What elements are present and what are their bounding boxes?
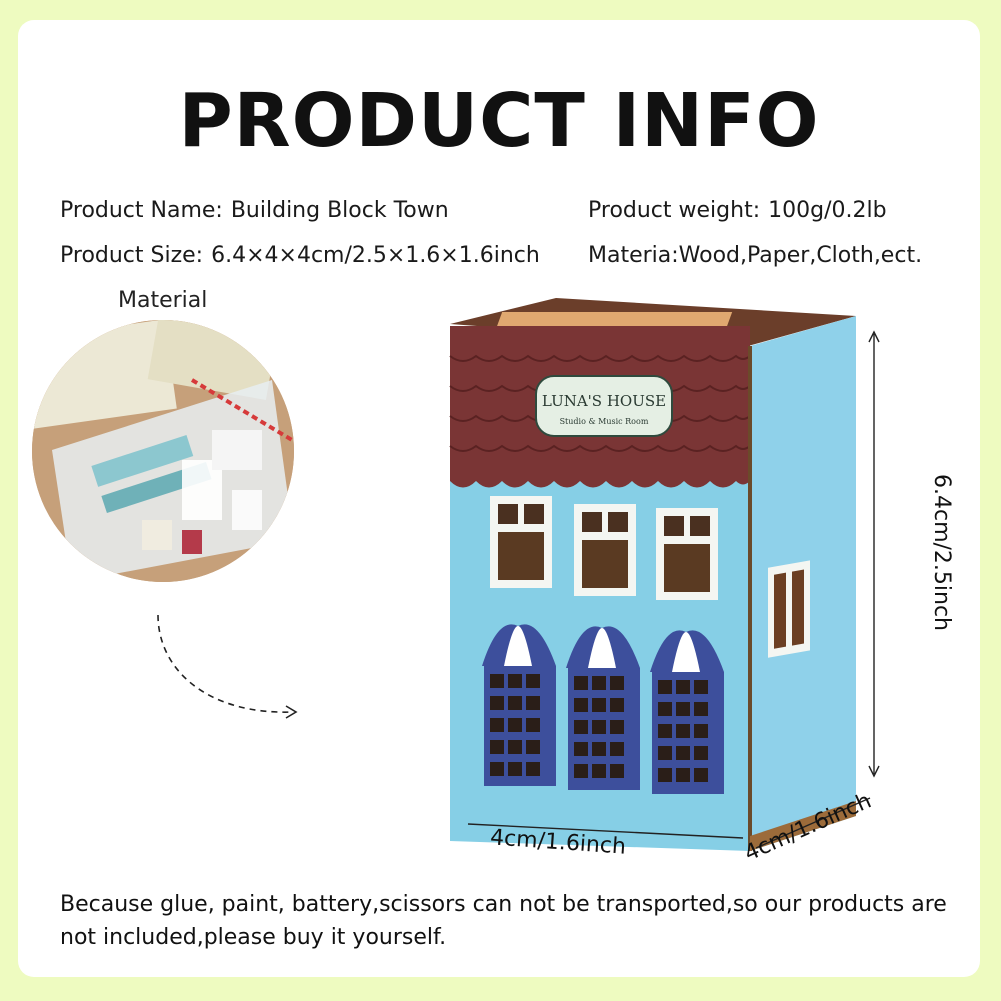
product-name-row: Product Name: Building Block Town bbox=[60, 198, 449, 223]
product-weight-value: 100g/0.2lb bbox=[768, 198, 887, 223]
product-house-image: LUNA'S HOUSE Studio & Music Room bbox=[438, 296, 888, 860]
house-sign-title: LUNA'S HOUSE bbox=[542, 392, 666, 410]
house-sign-subtitle: Studio & Music Room bbox=[560, 417, 649, 426]
dashed-arrow-icon bbox=[148, 610, 308, 730]
page-title: PRODUCT INFO bbox=[178, 78, 820, 164]
product-size-value: 6.4×4×4cm/2.5×1.6×1.6inch bbox=[211, 243, 540, 268]
product-material-row: Materia:Wood,Paper,Cloth,ect. bbox=[588, 243, 922, 268]
shipping-note: Because glue, paint, battery,scissors ca… bbox=[60, 892, 947, 950]
product-weight-label: Product weight: bbox=[588, 198, 761, 223]
height-dimension-label: 6.4cm/2.5inch bbox=[929, 473, 955, 632]
product-size-row: Product Size: 6.4×4×4cm/2.5×1.6×1.6inch bbox=[60, 243, 540, 268]
product-name-label: Product Name: bbox=[60, 198, 223, 223]
product-name-value: Building Block Town bbox=[230, 198, 449, 223]
material-photo bbox=[32, 320, 294, 582]
material-label: Material bbox=[118, 288, 208, 313]
product-weight-row: Product weight: 100g/0.2lb bbox=[588, 198, 887, 223]
product-material-text: Materia:Wood,Paper,Cloth,ect. bbox=[588, 243, 923, 268]
product-info-card: PRODUCT INFO Product Name: Building Block… bbox=[18, 20, 980, 977]
product-size-label: Product Size: bbox=[60, 243, 204, 268]
